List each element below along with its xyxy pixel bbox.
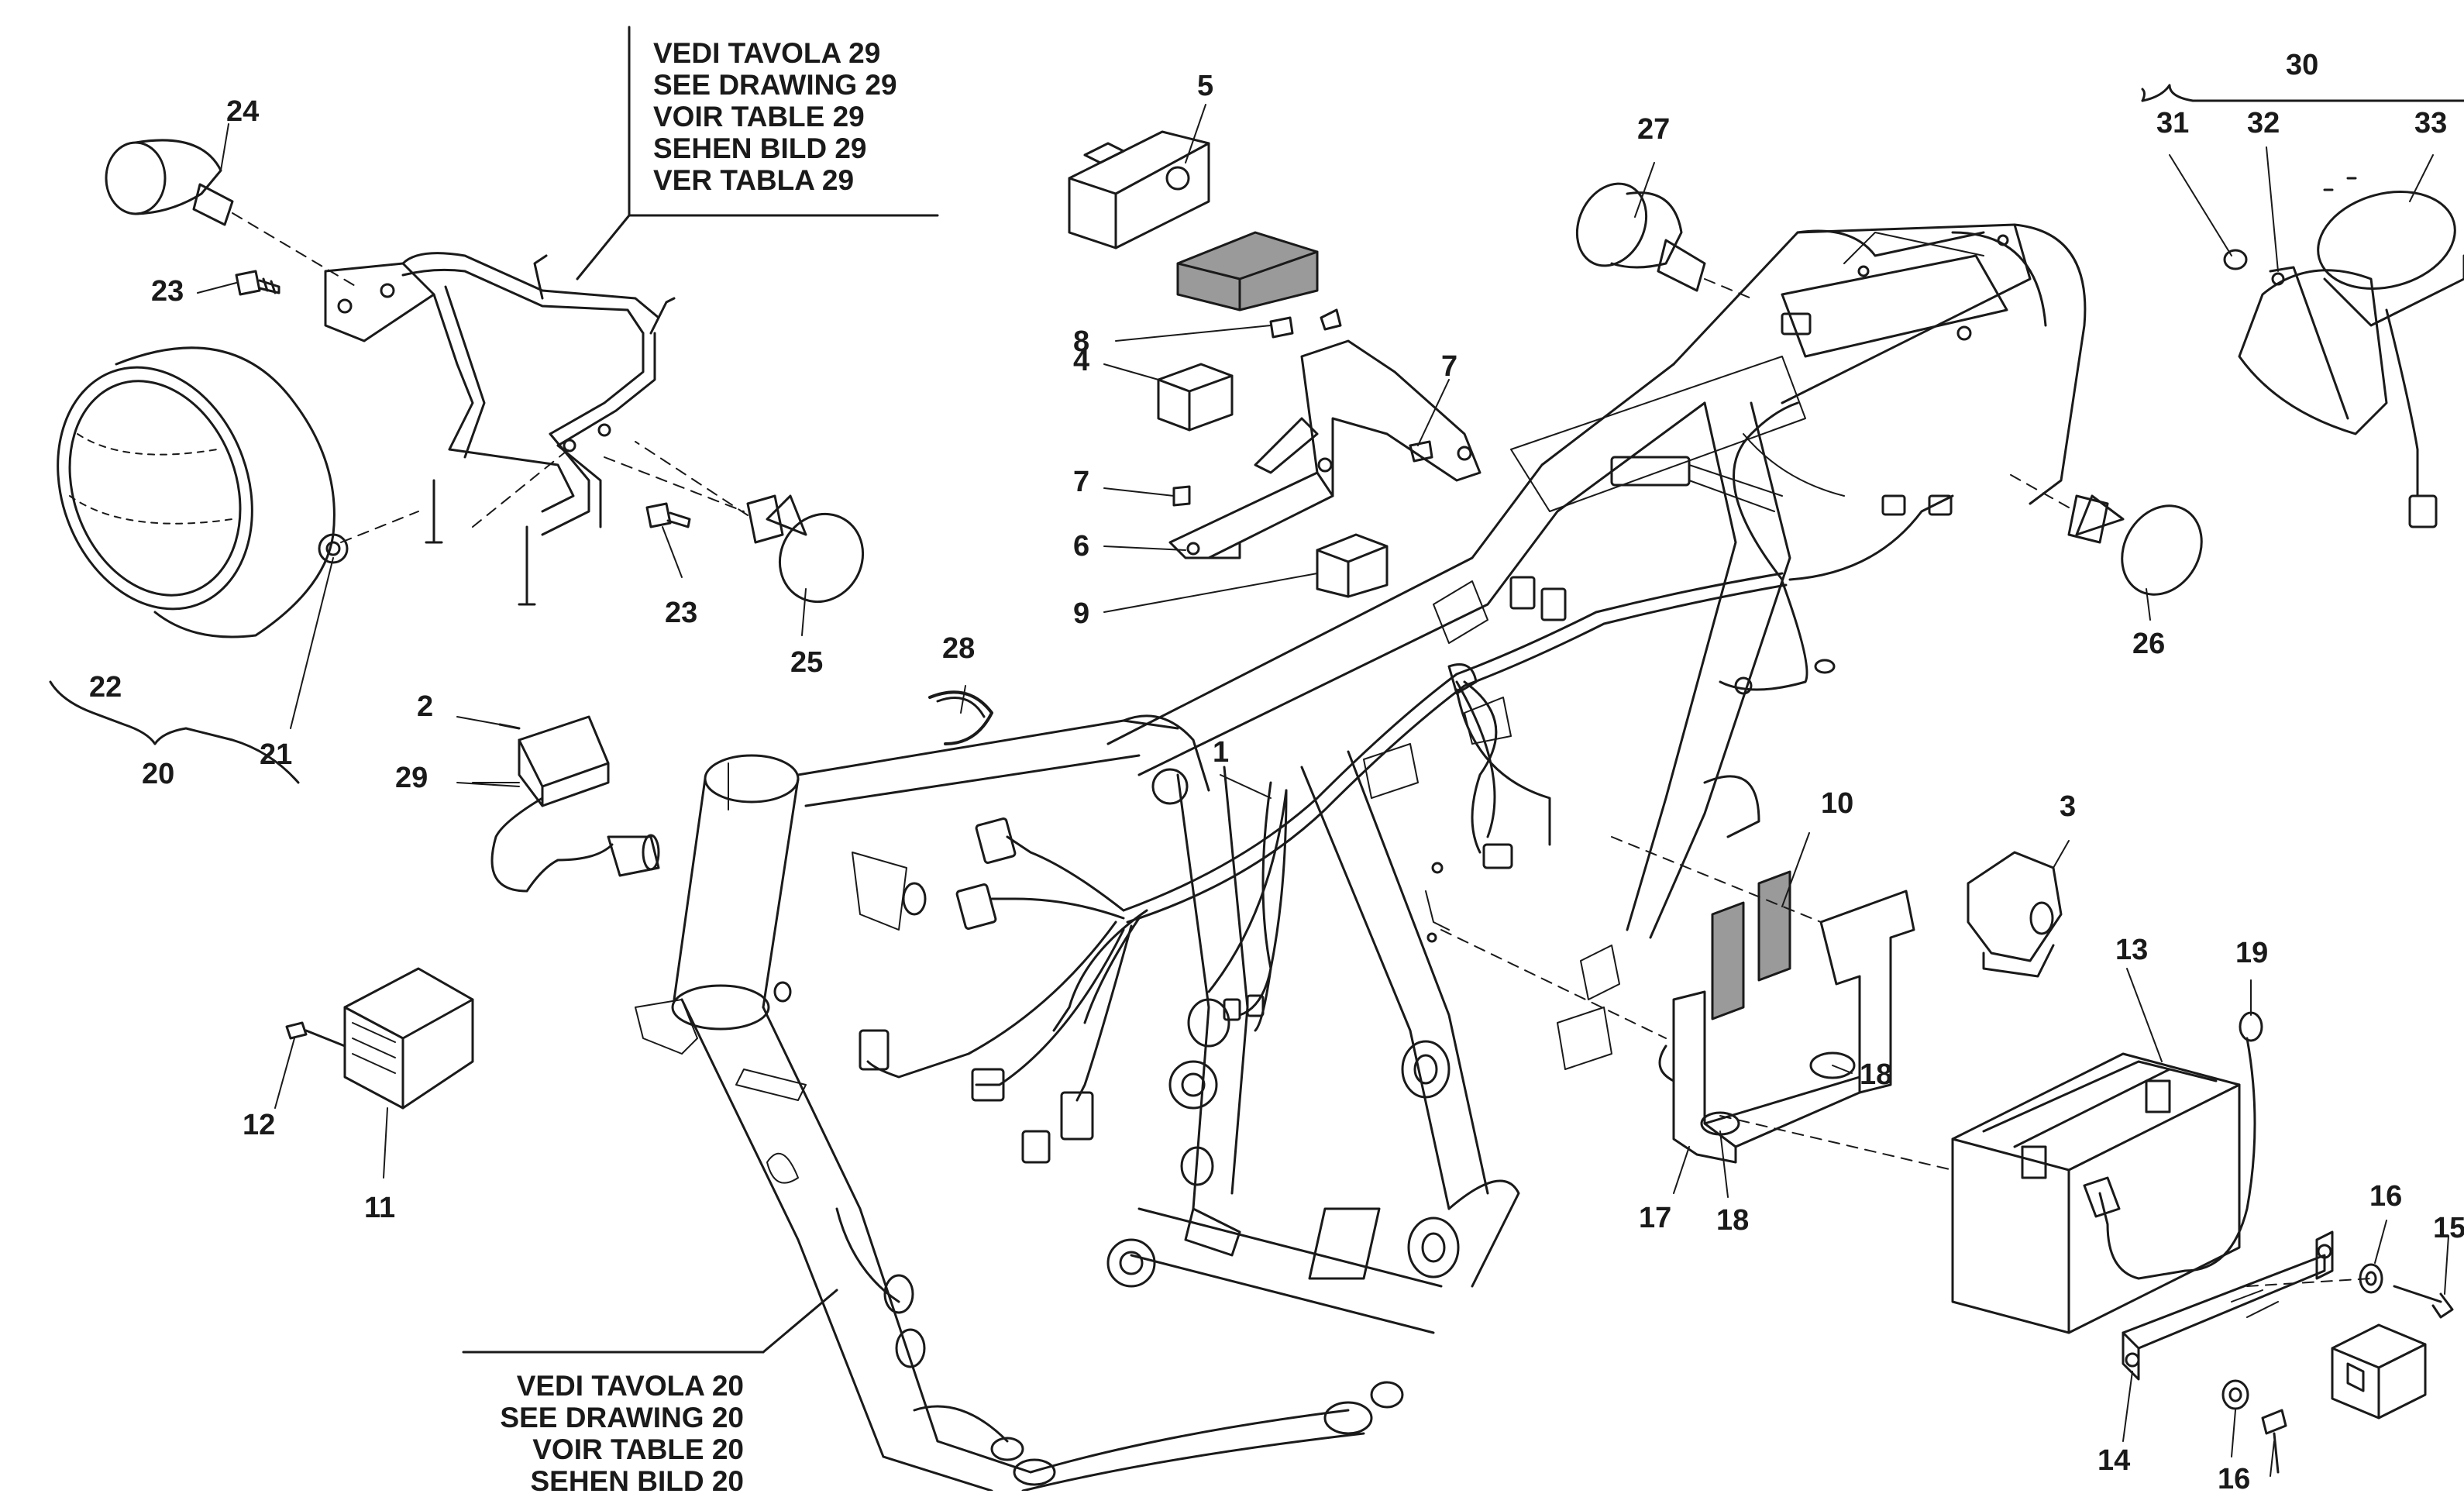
reference-line: VEDI TAVOLA 29 (653, 37, 881, 69)
reference-line: VER TABLA 29 (653, 164, 855, 196)
reference-line: SEHEN BILD 20 (530, 1465, 744, 1497)
callout-15: 15 (2433, 1212, 2464, 1244)
callout-11: 11 (364, 1192, 396, 1224)
callout-1: 1 (1213, 736, 1230, 769)
reference-line: SEE DRAWING 29 (653, 69, 897, 101)
callout-25: 25 (790, 646, 824, 679)
ignition-coil-29 (456, 715, 660, 893)
reference-leader-top (576, 26, 939, 280)
callout-leaders (197, 104, 2449, 1477)
pad-10 (1711, 870, 1791, 1020)
reference-line: VEDI TAVOLA 20 (516, 1370, 744, 1402)
callout-17: 17 (1639, 1202, 1672, 1234)
callout-10: 10 (1821, 787, 1854, 820)
callout-23b: 23 (665, 597, 698, 629)
turn-signal-27 (1575, 182, 1752, 299)
battery-cable-19 (2083, 1011, 2263, 1280)
callout-13: 13 (2115, 934, 2149, 966)
screw-15 (2393, 1285, 2454, 1319)
callout-7a: 7 (1441, 350, 1458, 383)
callout-22: 22 (89, 671, 122, 704)
ecu-module-5b (1176, 231, 1319, 311)
turn-signal-25 (635, 441, 865, 604)
callout-12: 12 (243, 1109, 276, 1141)
callout-6: 6 (1073, 530, 1090, 563)
callout-23a: 23 (151, 275, 184, 308)
motorcycle-frame (635, 223, 2087, 1491)
callout-5: 5 (1197, 70, 1214, 102)
screw-8 (1269, 308, 1342, 339)
relay-9 (1316, 533, 1389, 598)
ecu-module-5 (1068, 130, 1210, 250)
callout-9: 9 (1073, 597, 1090, 630)
callout-21: 21 (260, 738, 293, 771)
callout-26: 26 (2132, 628, 2166, 660)
callout-2: 2 (417, 690, 434, 723)
callout-20: 20 (142, 758, 175, 790)
bracket-6 (1168, 339, 1481, 559)
relay-4 (1157, 363, 1234, 432)
callout-19: 19 (2235, 937, 2269, 969)
reference-leader-bottom (462, 1289, 838, 1354)
callout-29: 29 (395, 762, 428, 794)
headlight-bracket (324, 252, 745, 606)
turn-signal-26 (2006, 472, 2203, 596)
callout-24: 24 (226, 95, 260, 128)
callout-14: 14 (2097, 1444, 2131, 1477)
callout-18b: 18 (1716, 1204, 1750, 1237)
callout-7b: 7 (1073, 466, 1090, 498)
callout-4: 4 (1073, 345, 1090, 377)
battery-tray-17 (1658, 890, 1915, 1164)
clip-28 (928, 690, 993, 745)
callout-3: 3 (2060, 790, 2077, 823)
bracket-14 (2122, 1230, 2334, 1381)
turn-signal-24 (105, 139, 357, 287)
screw-23-lower (645, 502, 691, 528)
reference-note-bottom: VEDI TAVOLA 20 SEE DRAWING 20 VOIR TABLE… (463, 1370, 744, 1497)
screw-23-upper (235, 270, 280, 296)
callout-31: 31 (2156, 107, 2190, 139)
screw-7-upper (1409, 440, 1433, 463)
callout-30: 30 (2286, 49, 2319, 81)
screw-16-lower (2261, 1409, 2287, 1474)
tail-light-assembly (2142, 84, 2464, 528)
starter-relay-3 (1967, 851, 2063, 978)
callout-8: 8 (1073, 325, 1090, 358)
screw-7-lower (1172, 485, 1191, 507)
wiring-harness (859, 312, 1954, 1164)
reference-line: SEHEN BILD 29 (653, 132, 867, 164)
reference-line: SEE DRAWING 20 (500, 1402, 744, 1433)
callout-33: 33 (2414, 107, 2448, 139)
fuse-box (2331, 1323, 2427, 1420)
callout-16b: 16 (2218, 1463, 2251, 1495)
callout-16a: 16 (2369, 1180, 2403, 1213)
battery-13 (1719, 1052, 2241, 1334)
reference-note-top: VEDI TAVOLA 29 SEE DRAWING 29 VOIR TABLE… (653, 37, 897, 196)
callout-18a: 18 (1860, 1058, 1893, 1091)
reference-line: VOIR TABLE 29 (653, 101, 865, 132)
callout-32: 32 (2247, 107, 2280, 139)
voltage-regulator-11 (285, 967, 474, 1110)
callout-27: 27 (1637, 113, 1671, 146)
headlight-assembly (49, 346, 349, 784)
callout-28: 28 (942, 632, 976, 665)
washer-16-lower (2221, 1379, 2249, 1410)
reference-line: VOIR TABLE 20 (532, 1433, 744, 1465)
